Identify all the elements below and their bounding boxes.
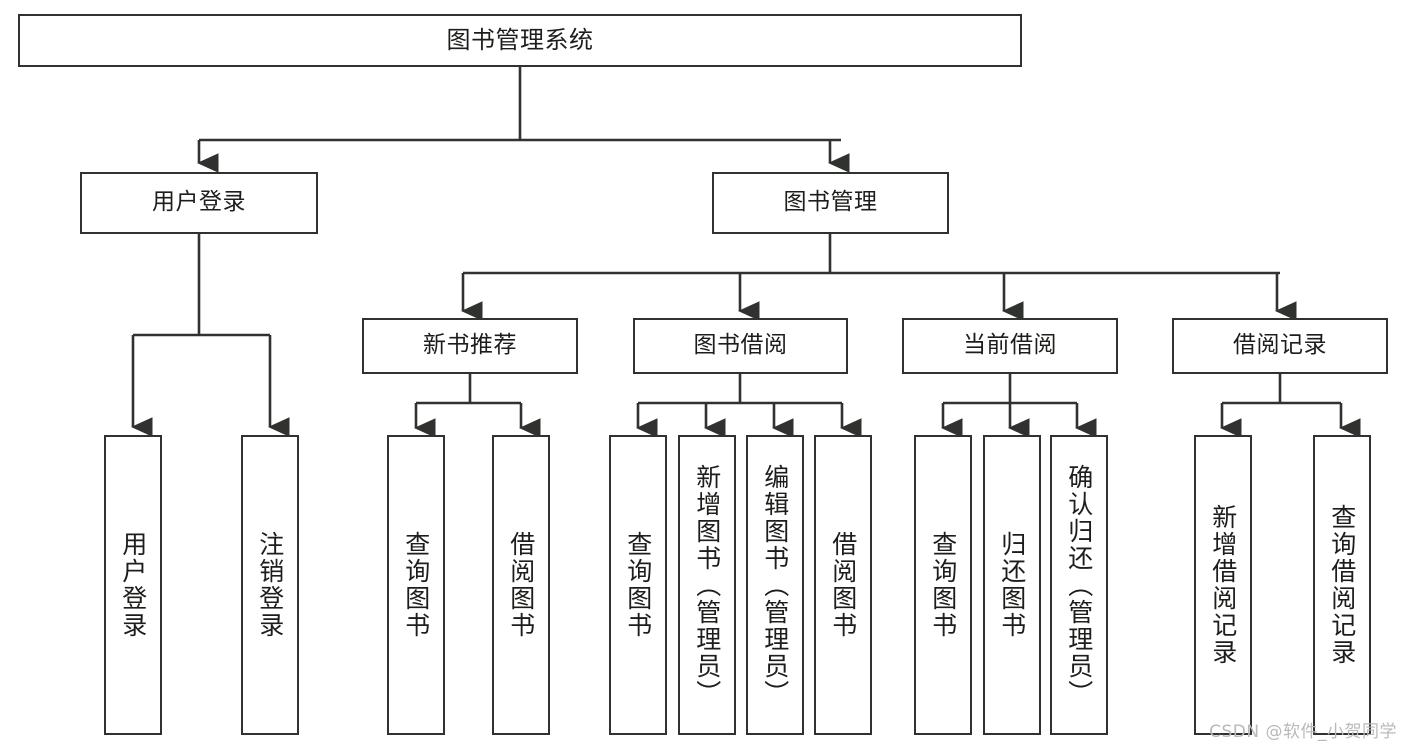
leaf-current-query-book[interactable]: 查询图书: [914, 435, 972, 735]
leaf-new-book-borrow-book-label: 借阅图书: [506, 531, 536, 639]
leaf-current-query-book-label: 查询图书: [928, 531, 958, 639]
node-borrow-record[interactable]: 借阅记录: [1172, 318, 1388, 374]
leaf-add-borrow-record[interactable]: 新增借阅记录: [1194, 435, 1252, 735]
watermark: CSDN @软件_小贺同学: [1209, 722, 1397, 742]
leaf-new-book-query-book-label: 查询图书: [401, 531, 431, 639]
leaf-user-logout[interactable]: 注销登录: [241, 435, 299, 735]
leaf-add-book-admin-label: 新增图书（管理员）: [692, 463, 722, 707]
leaf-borrow-query-book[interactable]: 查询图书: [609, 435, 667, 735]
leaf-user-login[interactable]: 用户登录: [104, 435, 162, 735]
node-book-borrow-label: 图书借阅: [693, 332, 788, 359]
leaf-user-logout-label: 注销登录: [255, 531, 285, 639]
leaf-borrow-book[interactable]: 借阅图书: [814, 435, 872, 735]
node-current-borrow-label: 当前借阅: [963, 332, 1057, 359]
node-book-borrow[interactable]: 图书借阅: [633, 318, 848, 374]
node-book-management-label: 图书管理: [783, 189, 878, 216]
leaf-user-login-label: 用户登录: [118, 531, 148, 639]
leaf-borrow-query-book-label: 查询图书: [623, 531, 653, 639]
leaf-borrow-book-label: 借阅图书: [828, 531, 858, 639]
node-borrow-record-label: 借阅记录: [1233, 332, 1327, 359]
leaf-add-borrow-record-label: 新增借阅记录: [1208, 504, 1238, 666]
node-new-book-recommend[interactable]: 新书推荐: [362, 318, 578, 374]
node-current-borrow[interactable]: 当前借阅: [902, 318, 1118, 374]
leaf-query-borrow-record-label: 查询借阅记录: [1327, 504, 1357, 666]
node-root-label: 图书管理系统: [446, 26, 594, 55]
leaf-return-book-label: 归还图书: [997, 531, 1027, 639]
leaf-edit-book-admin[interactable]: 编辑图书（管理员）: [746, 435, 804, 735]
leaf-add-book-admin[interactable]: 新增图书（管理员）: [678, 435, 736, 735]
node-new-book-recommend-label: 新书推荐: [423, 332, 517, 359]
leaf-new-book-query-book[interactable]: 查询图书: [387, 435, 445, 735]
leaf-query-borrow-record[interactable]: 查询借阅记录: [1313, 435, 1371, 735]
node-root[interactable]: 图书管理系统: [18, 14, 1022, 67]
node-user-login-label: 用户登录: [152, 189, 246, 216]
leaf-return-book[interactable]: 归还图书: [983, 435, 1041, 735]
node-user-login[interactable]: 用户登录: [80, 172, 318, 234]
node-book-management[interactable]: 图书管理: [712, 172, 949, 234]
leaf-edit-book-admin-label: 编辑图书（管理员）: [760, 463, 790, 707]
leaf-confirm-return-admin[interactable]: 确认归还（管理员）: [1050, 435, 1108, 735]
leaf-new-book-borrow-book[interactable]: 借阅图书: [492, 435, 550, 735]
leaf-confirm-return-admin-label: 确认归还（管理员）: [1064, 463, 1094, 707]
